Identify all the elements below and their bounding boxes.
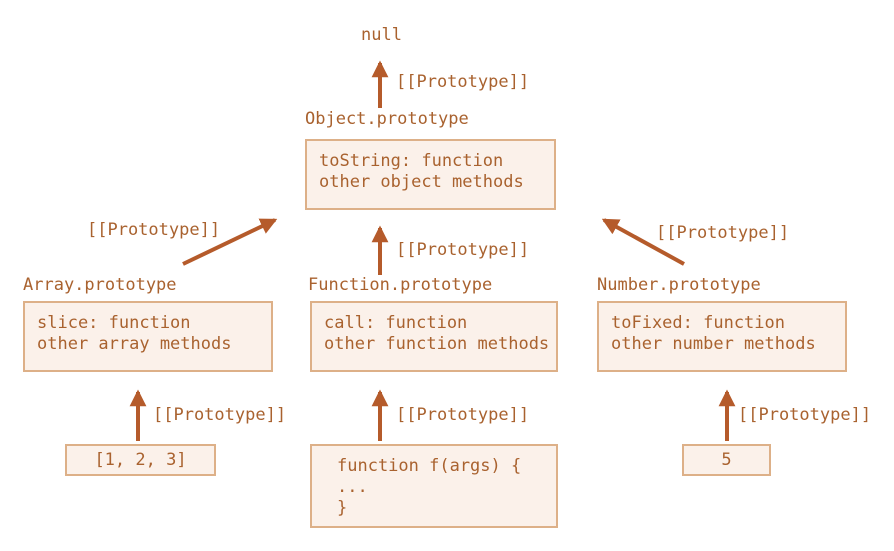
- prototype-label-function-object: [[Prototype]]: [396, 240, 530, 260]
- number-prototype-line: toFixed: function: [611, 313, 785, 333]
- number-instance-box: 5: [682, 444, 771, 476]
- function-instance-box: function f(args) { ... }: [310, 444, 558, 528]
- object-prototype-title: Object.prototype: [305, 109, 469, 129]
- array-prototype-title: Array.prototype: [23, 275, 177, 295]
- number-prototype-line: other number methods: [611, 334, 816, 354]
- object-prototype-line: other object methods: [319, 172, 524, 192]
- function-prototype-title: Function.prototype: [308, 275, 493, 295]
- array-instance-value: [1, 2, 3]: [94, 449, 187, 470]
- null-label: null: [361, 25, 402, 45]
- prototype-label-object-null: [[Prototype]]: [396, 72, 530, 92]
- number-instance-value: 5: [721, 449, 732, 470]
- number-prototype-title: Number.prototype: [597, 275, 761, 295]
- prototype-label-arrayinstance: [[Prototype]]: [153, 405, 287, 425]
- function-instance-line: function f(args) {: [337, 456, 522, 476]
- prototype-label-number-object: [[Prototype]]: [656, 223, 790, 243]
- number-prototype-box: toFixed: function other number methods: [597, 301, 847, 372]
- function-prototype-line: other function methods: [324, 334, 550, 354]
- prototype-label-array-object: [[Prototype]]: [87, 220, 221, 240]
- function-prototype-line: call: function: [324, 313, 468, 333]
- array-prototype-line: other array methods: [37, 334, 232, 354]
- function-prototype-box: call: function other function methods: [310, 301, 558, 372]
- array-instance-box: [1, 2, 3]: [65, 444, 216, 476]
- function-instance-line: }: [337, 498, 348, 518]
- function-instance-line: ...: [337, 477, 368, 497]
- prototype-label-functioninstance: [[Prototype]]: [396, 405, 530, 425]
- arrow-array-to-object: [182, 218, 278, 266]
- array-prototype-line: slice: function: [37, 313, 191, 333]
- object-prototype-box: toString: function other object methods: [305, 139, 556, 210]
- object-prototype-line: toString: function: [319, 151, 504, 171]
- arrow-number-to-object: [601, 218, 685, 266]
- array-prototype-box: slice: function other array methods: [23, 301, 273, 372]
- prototype-label-numberinstance: [[Prototype]]: [738, 405, 872, 425]
